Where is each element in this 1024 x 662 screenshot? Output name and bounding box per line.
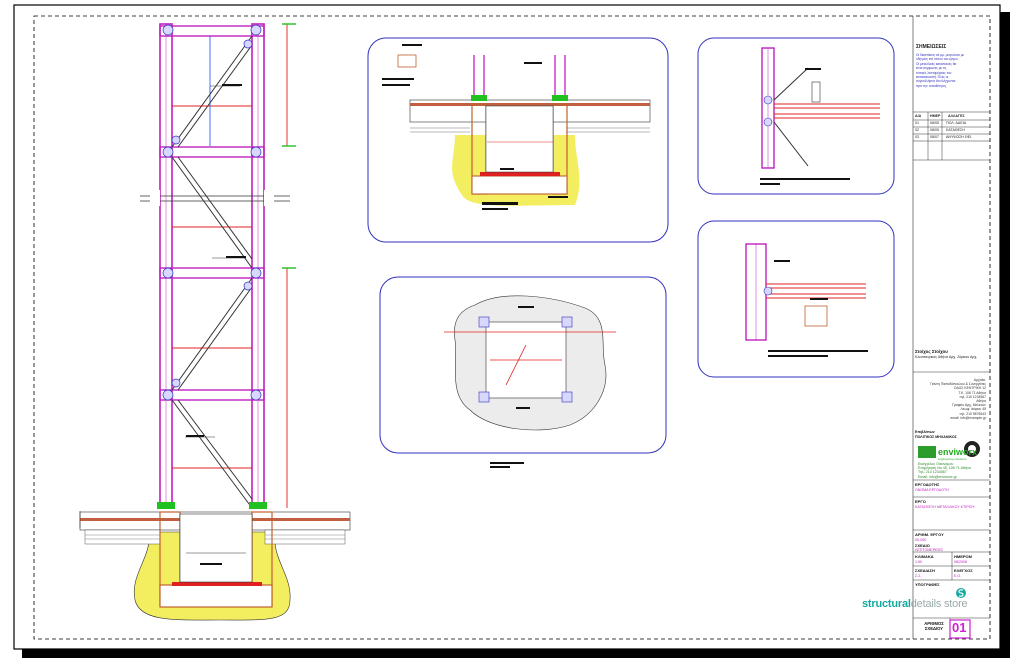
- contact-line: Τηλ: 210 1234567: [918, 470, 947, 475]
- note-line: συγκολλήσεις θα ελέγχονται: [916, 79, 956, 84]
- rev-cell: 08/05: [930, 128, 939, 132]
- enviworx-logo-icon: [918, 441, 980, 458]
- address-line: Λεωφ. Ικάρου 45: [960, 407, 986, 412]
- contact-line: Email: info@enviworx.gr: [918, 474, 957, 479]
- grid-value-checked: Ε.Ο.: [954, 574, 962, 578]
- grid-label-date: ΗΜΕΡΟΜ: [954, 554, 972, 559]
- field-label-project: ΕΡΓΟ: [915, 499, 926, 504]
- rev-cell: ΑΝΥΨΩΣΗ ΘΕΙ.: [946, 135, 973, 139]
- sheet-number: 01: [952, 620, 967, 635]
- address-line: Αρχιτέκ.: [973, 378, 986, 382]
- note-line: οδηγούς επί τόπου του έργου.: [916, 57, 959, 62]
- detail-column-beam: [697, 220, 895, 378]
- field-label-drawing: ΣΧΕΔΙΟ: [915, 543, 930, 548]
- note-line: Οι διαστάσεις σε μμ. μετρώνται με: [916, 53, 964, 57]
- engineer-logo: enviworx: [938, 447, 978, 457]
- rev-cell: 08/05: [930, 121, 939, 125]
- note-line: Οι μεταλλικές κατασκευές θα: [916, 61, 957, 66]
- note-line: κατασκευαστή. Όλες οι: [916, 75, 949, 80]
- engineer-logo-sub: engineering solutions: [938, 457, 967, 461]
- drawing-frame: [33, 15, 991, 640]
- owner-heading: Στοίχος Στοίχου: [915, 349, 948, 354]
- contact-line: Ευάγγελος Οικονόμου: [918, 462, 954, 466]
- note-line: τυπικές λεπτομέρειες του: [916, 70, 952, 75]
- address-line: ΟΔΟΣ ΚΕΝΤΡΙΚΗ 12: [953, 386, 986, 391]
- rev-cell: ΠΟΛ. ΑΔΕΙΑ: [946, 121, 967, 125]
- note-line: είναι σύμφωνες με τις: [916, 66, 947, 71]
- address-line: τηλ. 210 1234567: [959, 394, 986, 399]
- grid-value-scale: 1:50: [915, 560, 922, 564]
- brand-main: structural: [862, 598, 911, 610]
- signatures-label: ΥΠΟΓΡΑΦΕΣ: [915, 582, 940, 587]
- grid-value-drawn: Σ.Σ.: [915, 574, 922, 578]
- detail-base-section: [367, 37, 669, 243]
- rev-cell: 08/07: [930, 135, 939, 139]
- field-value-client: ΟΝΟΜΑ ΕΡΓΟΔΟΤΗ: [915, 488, 949, 492]
- rev-cell: 03: [915, 135, 919, 139]
- column-elevation: [79, 23, 351, 621]
- address-line: Αθήνα: [976, 399, 986, 404]
- field-label-project-no: ΑΡΙΘΜ. ΕΡΓΟΥ: [915, 532, 944, 537]
- address-line: Τ.Κ. 106 71 Αθήνα: [958, 390, 986, 395]
- title-block-grid: [913, 111, 990, 639]
- note-line: πριν την τοποθέτηση.: [916, 83, 947, 88]
- rev-cell: 01: [915, 121, 919, 125]
- field-value-drawing: ΛΕΠΤΟΜΕΡΕΙΕΣ: [915, 548, 944, 552]
- rev-header-no: Α/Α: [915, 114, 922, 118]
- brand-rest: details store: [910, 598, 968, 610]
- grid-value-date: 08/2008: [954, 560, 967, 564]
- field-value-project: ΚΑΤΑΣΚΕΥΗ ΜΕΤΑΛΛΙΚΟΥ ΚΤΙΡΙΟΥ: [915, 505, 975, 509]
- brand-wordmark: structuraldetails store: [862, 598, 968, 610]
- address-line: τηλ. 210 9876543: [959, 411, 986, 416]
- engineer-label: Επιβλέπων: [915, 430, 935, 434]
- grid-label-checked: ΕΛΕΓΧΟΣ: [954, 568, 973, 573]
- brand-s-icon: [956, 588, 966, 598]
- address-line: Γραφείο Αρχ. Μελετών: [952, 403, 986, 408]
- notes-title: ΣΗΜΕΙΩΣΕΙΣ: [916, 44, 947, 50]
- rev-cell: ΚΑΤΑΘΕΣΗ: [946, 128, 965, 132]
- engineer-contact: Ευάγγελος Οικονόμου Επιχείρηση Νο 45, 10…: [918, 462, 971, 479]
- rev-cell: 02: [915, 128, 919, 132]
- rev-header-date: ΗΜΕΡ: [930, 114, 941, 118]
- rev-header-changes: ΑΛΛΑΓΕΣ: [948, 114, 965, 118]
- sheet-number-label: ΑΡΙΘΜΟΣ ΣΧΕΔΙΟΥ: [924, 621, 944, 631]
- address-block: Αρχιτέκ. Γιάννη Παπαδόπουλου & Συνεργάτε…: [914, 378, 986, 420]
- engineer-name: ΠΟΛΙΤΙΚΟΣ ΜΗΧΑΝΙΚΟΣ: [915, 435, 957, 439]
- field-value-project-no: 00-000: [915, 538, 927, 542]
- owner-subheading: Κλεοπατρικός Αθήνα Αρχ. Ζάρκου Αρχ.: [915, 355, 978, 359]
- grid-label-drawn: ΣΧΕΔΙΑΣΗ: [915, 568, 935, 573]
- address-line: Γιάννη Παπαδόπουλου & Συνεργάτες: [930, 382, 986, 387]
- detail-plan-section: [379, 276, 667, 468]
- notes-body: Οι διαστάσεις σε μμ. μετρώνται με οδηγού…: [916, 53, 974, 88]
- field-label-client: ΕΡΓΟΔΟΤΗΣ: [915, 482, 940, 487]
- grid-label-scale: ΚΛΙΜΑΚΑ: [915, 554, 934, 559]
- detail-beam-connection: [697, 37, 895, 195]
- contact-line: Επιχείρηση Νο 45, 106 71 Αθήνα: [918, 466, 971, 471]
- address-line: email: info@example.gr: [950, 415, 986, 420]
